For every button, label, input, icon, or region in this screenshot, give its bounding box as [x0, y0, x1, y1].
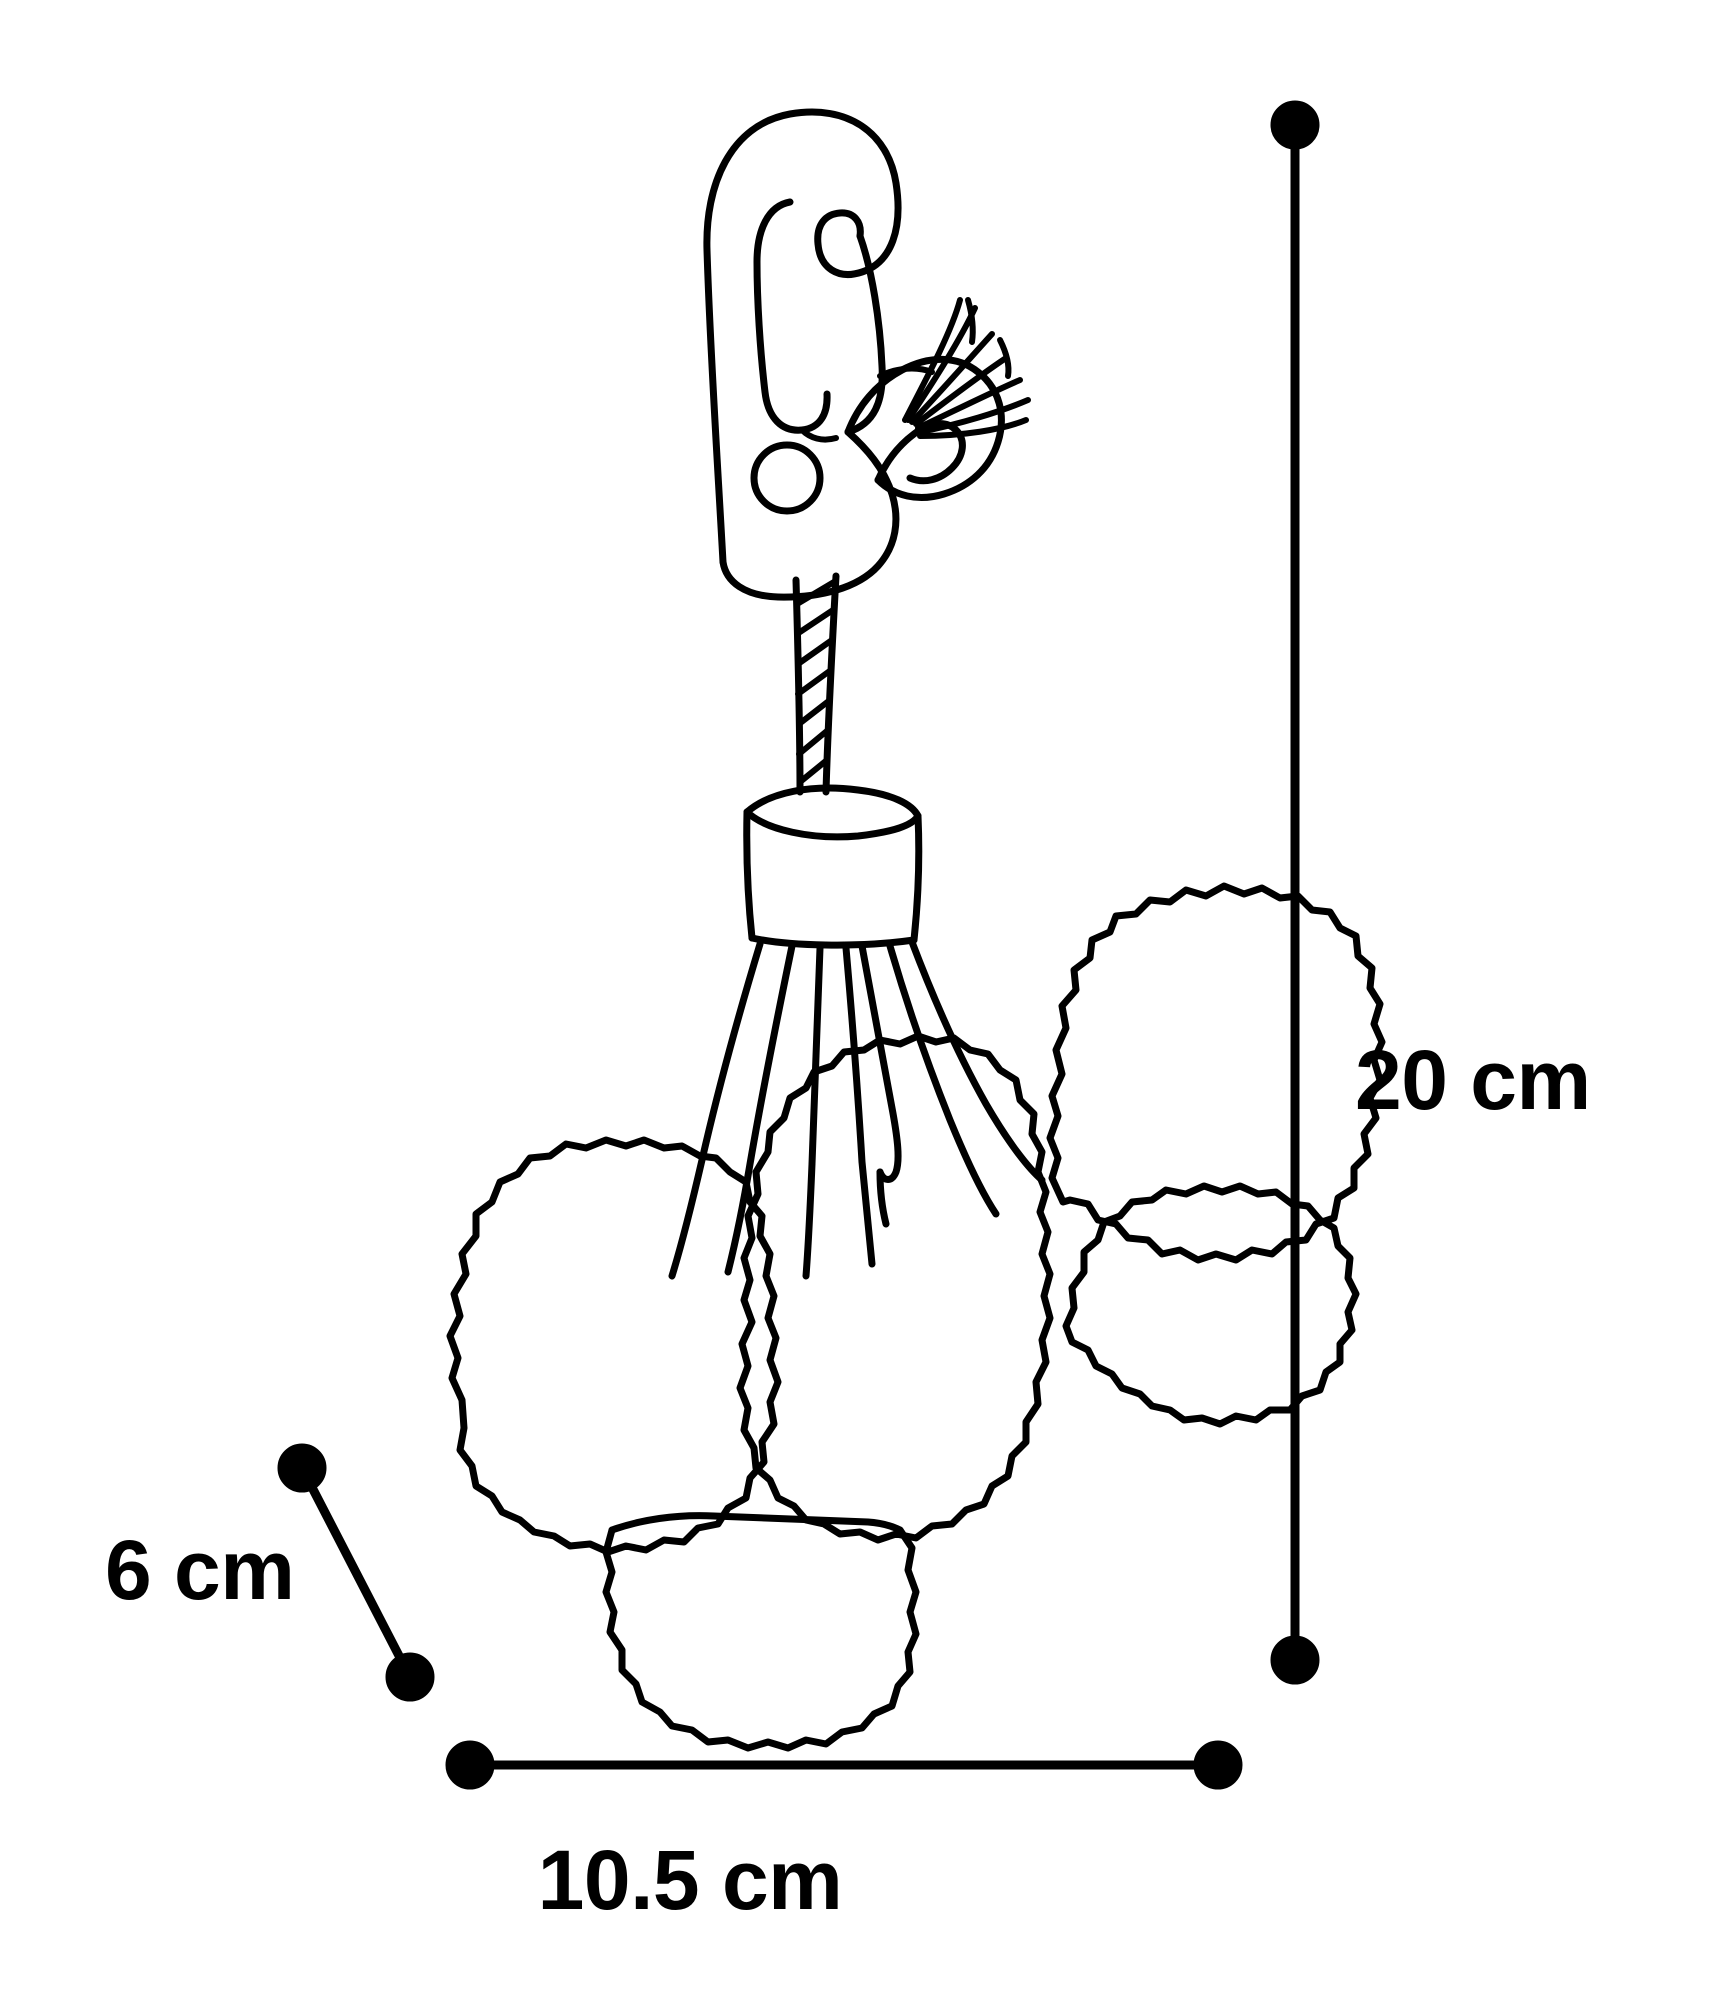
depth-dim-endpoint-top [277, 1443, 327, 1493]
pompom-right-upper [1046, 882, 1386, 1264]
clip-rivet-hole [750, 441, 824, 515]
ferrule-collar [743, 784, 923, 949]
depth-dimension-line [277, 1443, 435, 1702]
frayed-rope-fibers [902, 297, 1031, 439]
width-dim-endpoint-left [445, 1740, 495, 1790]
depth-dimension-label: 6 cm [105, 1523, 295, 1617]
height-dim-endpoint-bottom [1270, 1635, 1320, 1685]
yarn-strands [668, 938, 1046, 1280]
pompom-left [446, 1136, 782, 1556]
twisted-rope-cord [792, 572, 840, 796]
pompom-right-lower [1062, 1182, 1360, 1428]
depth-dim-endpoint-bottom [385, 1652, 435, 1702]
snap-hook-clip [703, 108, 902, 601]
width-dimension-line [445, 1740, 1243, 1790]
height-dimension-label: 20 cm [1355, 1033, 1591, 1127]
width-dim-endpoint-right [1193, 1740, 1243, 1790]
height-dim-endpoint-top [1270, 100, 1320, 150]
pompom-bottom-center [602, 1526, 920, 1752]
width-dimension-label: 10.5 cm [537, 1833, 843, 1927]
height-dimension-line [1270, 100, 1320, 1685]
pompom-bottom-seam [608, 1512, 904, 1534]
